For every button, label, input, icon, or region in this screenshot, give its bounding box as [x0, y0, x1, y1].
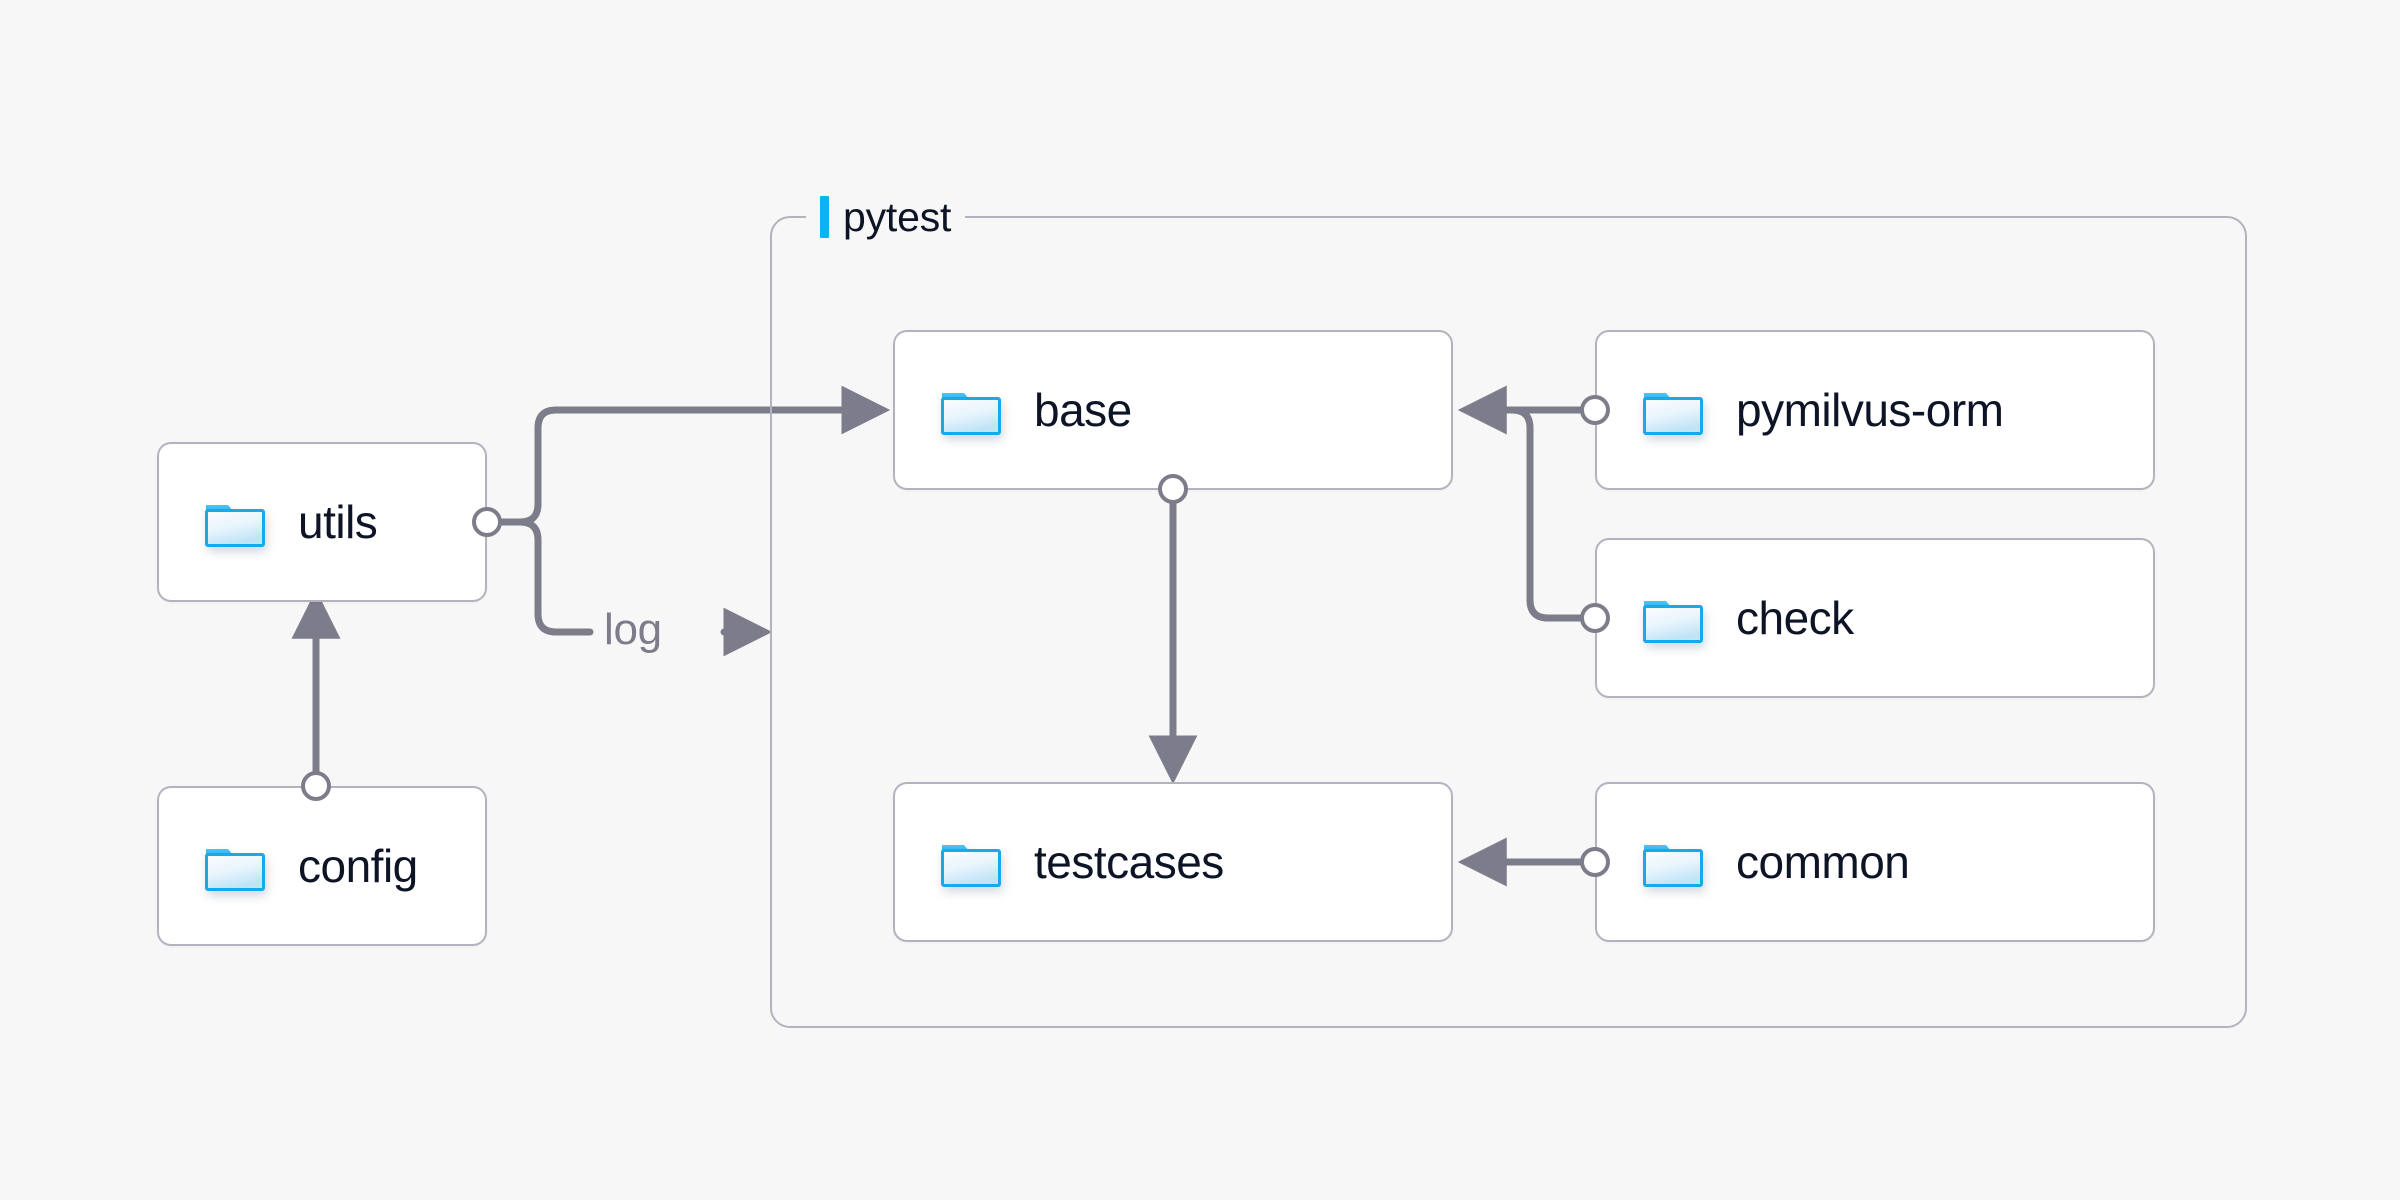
edge-label-log: log: [604, 605, 662, 654]
node-testcases[interactable]: testcases: [893, 782, 1453, 942]
node-pymilvus-orm[interactable]: pymilvus-orm: [1595, 330, 2155, 490]
folder-icon: [204, 840, 266, 892]
node-utils-label: utils: [298, 496, 378, 548]
node-base-label: base: [1034, 384, 1132, 436]
node-common-label: common: [1736, 836, 1910, 888]
folder-icon: [1642, 592, 1704, 644]
node-common[interactable]: common: [1595, 782, 2155, 942]
node-check-label: check: [1736, 592, 1854, 644]
connector-check-left[interactable]: [1580, 603, 1610, 633]
edge-utils-log: [483, 518, 594, 636]
connector-config-top[interactable]: [301, 771, 331, 801]
node-testcases-label: testcases: [1034, 836, 1224, 888]
connector-utils-right[interactable]: [472, 507, 502, 537]
folder-icon: [1642, 836, 1704, 888]
group-pytest-label-text: pytest: [843, 193, 952, 240]
folder-icon: [1642, 384, 1704, 436]
connector-pymilvus-orm-left[interactable]: [1580, 395, 1610, 425]
node-base[interactable]: base: [893, 330, 1453, 490]
folder-icon: [940, 384, 1002, 436]
node-config-label: config: [298, 840, 418, 892]
node-config[interactable]: config: [157, 786, 487, 946]
group-pytest: [770, 216, 2247, 1028]
folder-icon: [940, 836, 1002, 888]
node-pymilvus-orm-label: pymilvus-orm: [1736, 384, 2004, 436]
node-utils[interactable]: utils: [157, 442, 487, 602]
accent-bar-icon: [820, 196, 829, 238]
node-check[interactable]: check: [1595, 538, 2155, 698]
connector-base-bottom[interactable]: [1158, 474, 1188, 504]
group-pytest-label: pytest: [806, 193, 966, 240]
folder-icon: [204, 496, 266, 548]
connector-common-left[interactable]: [1580, 847, 1610, 877]
